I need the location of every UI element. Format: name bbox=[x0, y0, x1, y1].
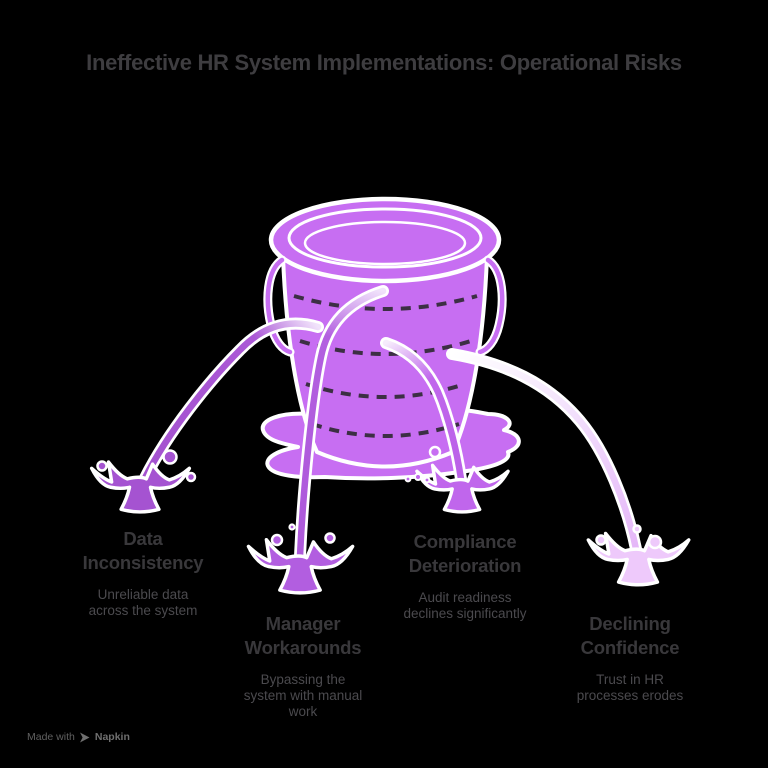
puddle-bubble bbox=[428, 445, 442, 459]
risk-heading: Declining Confidence bbox=[580, 613, 680, 658]
splash-data-inconsistency bbox=[89, 449, 197, 514]
bucket bbox=[263, 196, 507, 469]
bucket-rim-inner bbox=[287, 207, 483, 269]
risk-label-manager-workarounds: Manager Workarounds Bypassing the system… bbox=[188, 612, 418, 720]
stream-data-inconsistency bbox=[139, 317, 324, 484]
leak-streams bbox=[139, 285, 642, 562]
page-title: Ineffective HR System Implementations: O… bbox=[86, 50, 682, 75]
splash-compliance-deterioration bbox=[404, 463, 510, 514]
risk-label-compliance-deterioration: Compliance Deterioration Audit readiness… bbox=[350, 530, 580, 622]
risk-label-declining-confidence: Declining Confidence Trust in HR process… bbox=[515, 612, 745, 704]
risk-description: Audit readiness declines significantly bbox=[403, 590, 527, 621]
risk-heading: Manager Workarounds bbox=[244, 613, 362, 658]
risk-description: Bypassing the system with manual work bbox=[243, 672, 363, 719]
splashes bbox=[89, 449, 691, 595]
stream-compliance-deterioration bbox=[380, 337, 467, 485]
risk-description: Unreliable data across the system bbox=[88, 587, 198, 618]
napkin-logo-icon bbox=[79, 732, 90, 742]
risk-heading: Compliance Deterioration bbox=[408, 531, 522, 576]
splash-declining-confidence bbox=[586, 524, 691, 587]
watermark-prefix: Made with bbox=[27, 731, 75, 743]
bucket-rim-innermost bbox=[303, 220, 467, 266]
watermark: Made with Napkin bbox=[27, 731, 130, 743]
watermark-brand: Napkin bbox=[94, 731, 130, 743]
splash-manager-workarounds bbox=[246, 523, 355, 595]
risk-heading: Data Inconsistency bbox=[82, 528, 204, 573]
risk-label-data-inconsistency: Data Inconsistency Unreliable data acros… bbox=[28, 527, 258, 619]
risk-description: Trust in HR processes erodes bbox=[576, 672, 684, 703]
stream-declining-confidence bbox=[446, 348, 642, 555]
stream-manager-workarounds bbox=[294, 285, 389, 562]
